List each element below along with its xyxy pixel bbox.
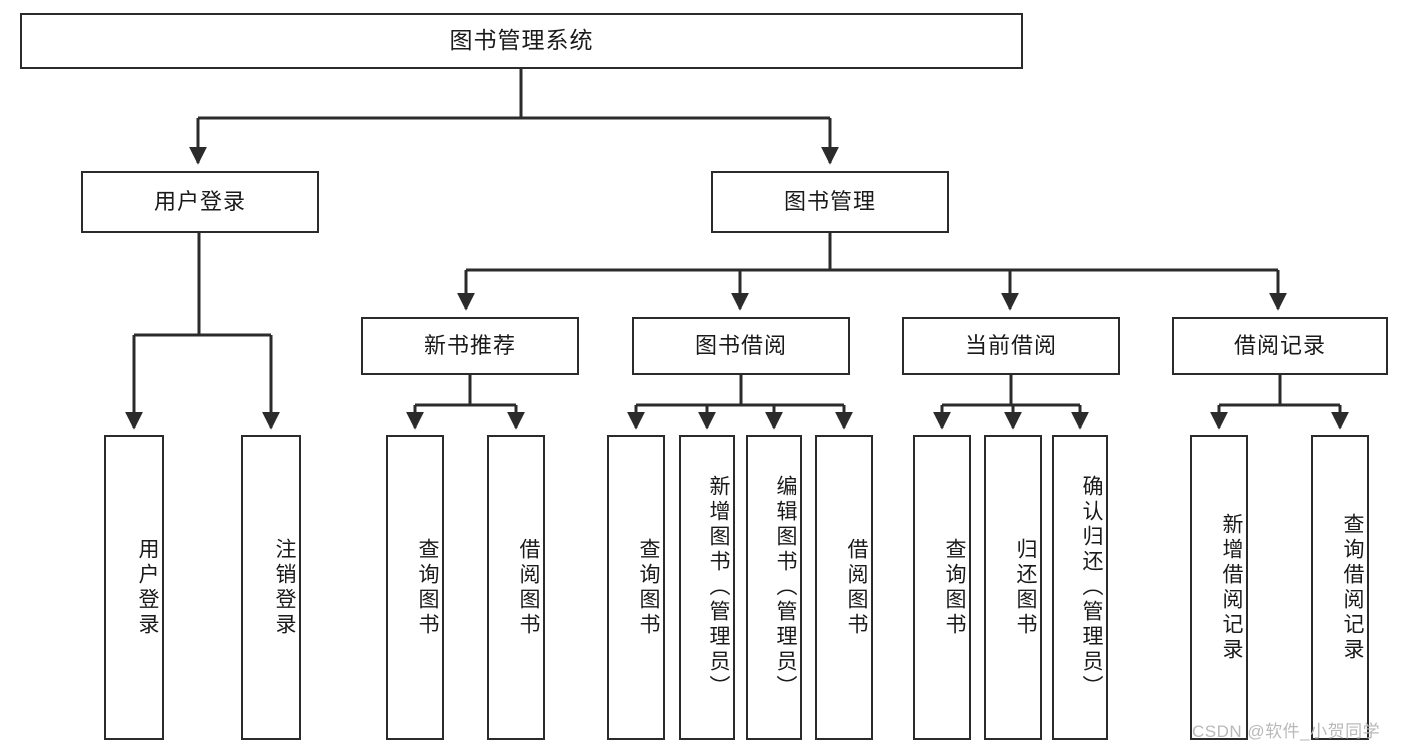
- node-book-borrow[interactable]: 图书借阅: [632, 317, 850, 375]
- node-leaf-user-login[interactable]: 用户登录: [104, 435, 164, 740]
- node-leaf-user-login-label: 用户登录: [136, 537, 159, 638]
- node-leaf-add-record[interactable]: 新增借阅记录: [1190, 435, 1248, 740]
- node-leaf-confirm-return-label: 确认归还（管理员）: [1080, 475, 1103, 700]
- node-leaf-logout[interactable]: 注销登录: [241, 435, 301, 740]
- node-leaf-query-book-2-label: 查询图书: [637, 537, 660, 638]
- node-leaf-edit-book-label: 编辑图书（管理员）: [774, 475, 797, 700]
- node-leaf-query-book-1[interactable]: 查询图书: [386, 435, 444, 740]
- node-leaf-add-book[interactable]: 新增图书（管理员）: [679, 435, 735, 740]
- node-new-book-rec[interactable]: 新书推荐: [361, 317, 579, 375]
- node-leaf-edit-book[interactable]: 编辑图书（管理员）: [746, 435, 802, 740]
- node-borrow-record[interactable]: 借阅记录: [1172, 317, 1388, 375]
- node-leaf-confirm-return[interactable]: 确认归还（管理员）: [1052, 435, 1108, 740]
- node-current-borrow-label: 当前借阅: [964, 332, 1057, 358]
- node-leaf-query-book-1-label: 查询图书: [416, 537, 439, 638]
- node-leaf-query-book-3[interactable]: 查询图书: [913, 435, 971, 740]
- node-leaf-query-book-3-label: 查询图书: [943, 537, 966, 638]
- node-leaf-return-book[interactable]: 归还图书: [984, 435, 1042, 740]
- node-user-login-label: 用户登录: [153, 188, 246, 214]
- node-current-borrow[interactable]: 当前借阅: [902, 317, 1120, 375]
- node-leaf-borrow-book-2[interactable]: 借阅图书: [815, 435, 873, 740]
- node-book-borrow-label: 图书借阅: [694, 332, 787, 358]
- node-leaf-query-record[interactable]: 查询借阅记录: [1311, 435, 1369, 740]
- node-leaf-return-book-label: 归还图书: [1014, 537, 1037, 638]
- node-leaf-query-record-label: 查询借阅记录: [1341, 512, 1364, 663]
- node-user-login[interactable]: 用户登录: [81, 171, 319, 233]
- node-leaf-borrow-book-1[interactable]: 借阅图书: [487, 435, 545, 740]
- node-leaf-borrow-book-1-label: 借阅图书: [517, 537, 540, 638]
- node-leaf-add-book-label: 新增图书（管理员）: [707, 475, 730, 700]
- node-root-label: 图书管理系统: [449, 27, 594, 54]
- node-leaf-borrow-book-2-label: 借阅图书: [845, 537, 868, 638]
- node-book-manage-label: 图书管理: [783, 188, 876, 214]
- node-leaf-query-book-2[interactable]: 查询图书: [607, 435, 665, 740]
- node-root[interactable]: 图书管理系统: [20, 13, 1023, 69]
- node-borrow-record-label: 借阅记录: [1233, 332, 1326, 358]
- node-leaf-logout-label: 注销登录: [273, 537, 296, 638]
- node-leaf-add-record-label: 新增借阅记录: [1220, 512, 1243, 663]
- node-new-book-rec-label: 新书推荐: [423, 332, 516, 358]
- node-book-manage[interactable]: 图书管理: [711, 171, 949, 233]
- watermark: CSDN @软件_小贺同学: [1192, 722, 1381, 741]
